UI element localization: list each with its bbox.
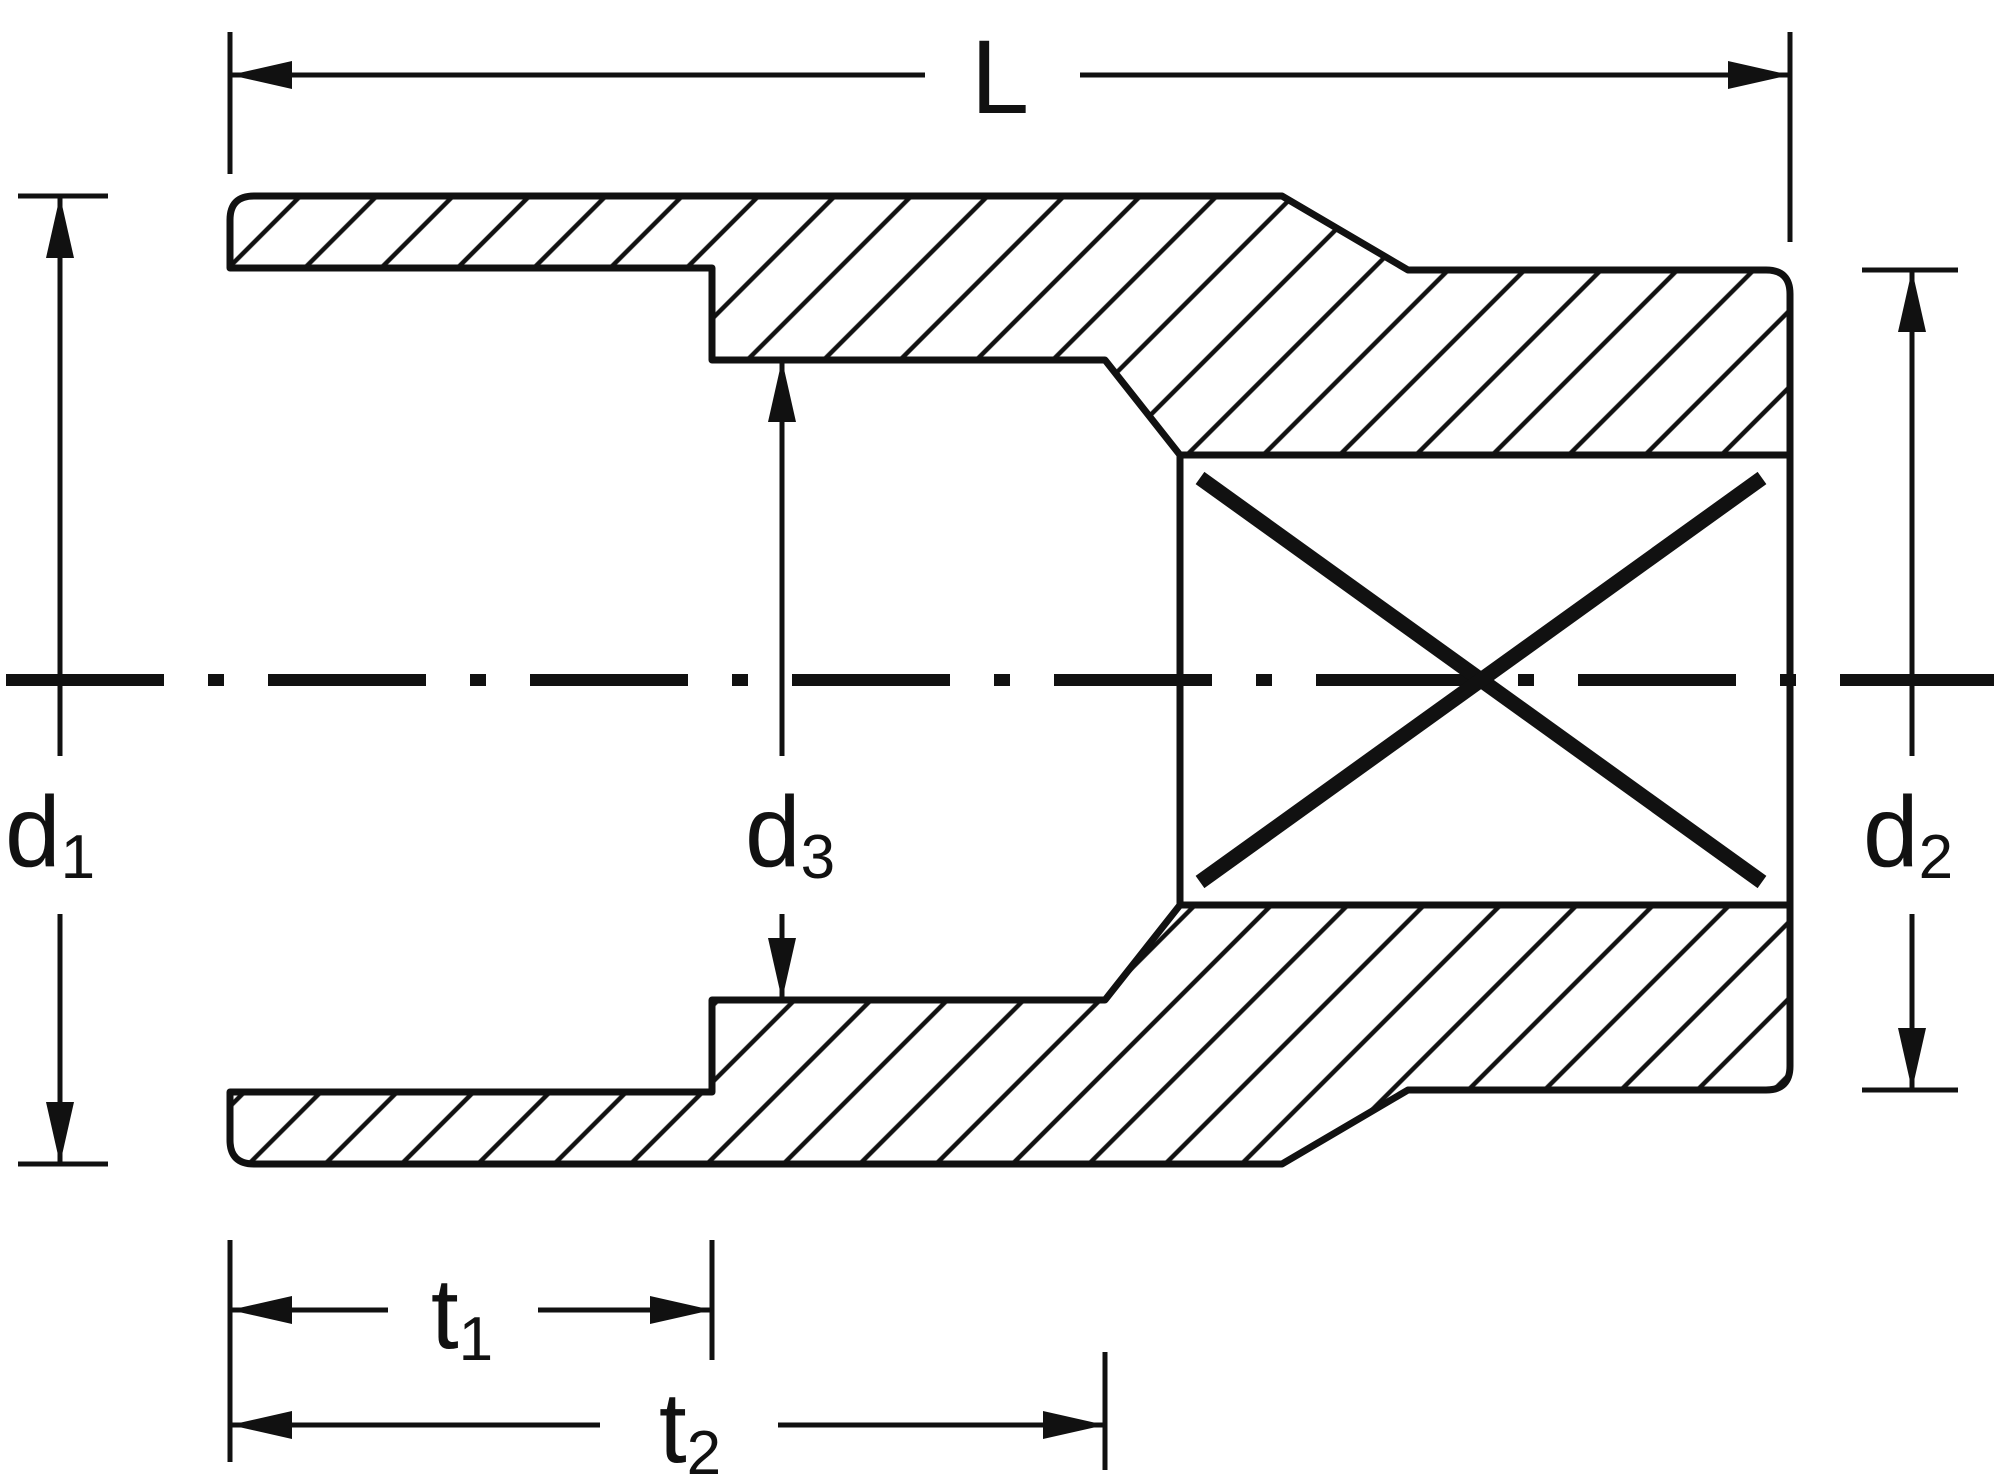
dimension-d3: d3	[745, 360, 835, 1000]
dimension-d2: d2	[1862, 267, 1958, 1093]
arrowhead-up	[768, 360, 796, 422]
square-drive-cross-mark	[1195, 471, 1767, 889]
arrowhead-right	[1728, 61, 1790, 89]
arrowhead-right	[1043, 1411, 1105, 1439]
dimension-label-d3: d3	[745, 776, 835, 892]
dimension-label-t2: t2	[659, 1372, 721, 1482]
dimension-d1: d1	[5, 193, 108, 1167]
dimension-t1: t1	[227, 1240, 715, 1462]
arrowhead-left	[230, 1296, 292, 1324]
dimension-label-t1: t1	[431, 1258, 493, 1374]
dimension-label-L: L	[971, 19, 1029, 136]
top-wall-section	[226, 192, 1794, 459]
arrowhead-left	[230, 1411, 292, 1439]
dimension-t2: t2	[230, 1352, 1108, 1482]
bottom-wall-section	[226, 901, 1794, 1168]
dimension-L: L	[227, 19, 1793, 242]
arrowhead-left	[230, 61, 292, 89]
arrowhead-down	[768, 938, 796, 1000]
arrowhead-down	[1898, 1028, 1926, 1090]
dimension-label-d1: d1	[5, 776, 95, 892]
arrowhead-up	[46, 196, 74, 258]
arrowhead-up	[1898, 270, 1926, 332]
arrowhead-down	[46, 1102, 74, 1164]
cross-line-2	[1195, 471, 1767, 889]
arrowhead-right	[650, 1296, 712, 1324]
dimension-label-d2: d2	[1863, 776, 1953, 892]
socket-section	[226, 192, 1794, 1168]
